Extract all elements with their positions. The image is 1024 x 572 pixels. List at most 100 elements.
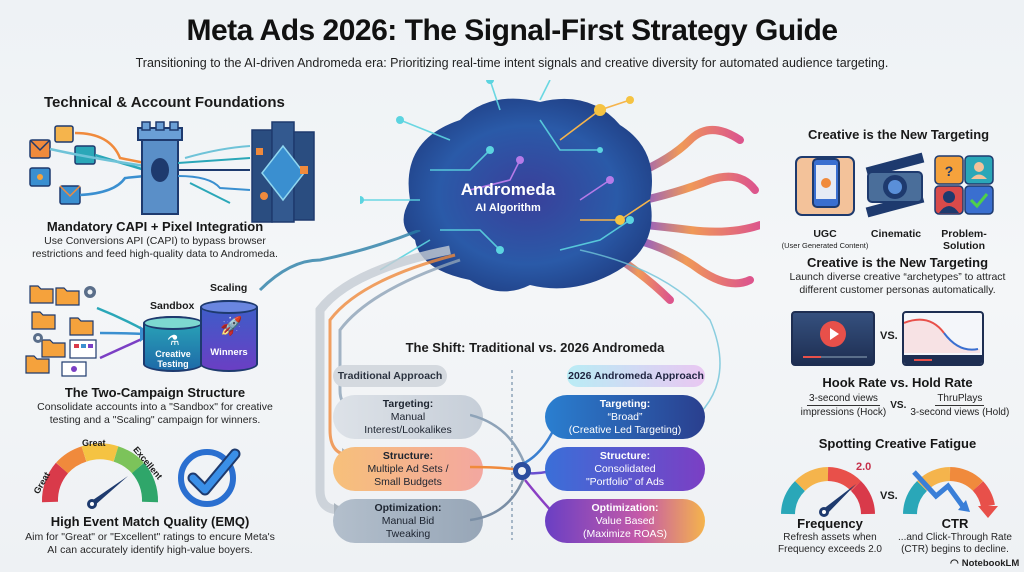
capi-data-flow-illustration (29, 121, 315, 223)
row-line2: Tweaking (385, 527, 431, 540)
sandbox-body-line1: Creative (155, 349, 191, 359)
hook-hold-formula: 3-second views impressions (Hock) VS. Th… (790, 393, 1020, 418)
creative-desc-line1: Launch diverse creative “archetypes” to … (789, 271, 1006, 283)
archetype-problem-label: Problem- (941, 228, 987, 240)
two-campaign-desc-line2: testing and a "Scaling" campaign for win… (49, 414, 261, 426)
scaling-body: Winners (210, 347, 248, 358)
frequency-gauge-icon (781, 467, 875, 517)
ctr-desc-line1: ...and Click-Through Rate (898, 532, 1012, 543)
row-line2: (Creative Led Targeting) (568, 423, 682, 436)
hook-rate-fraction: 3-second views impressions (Hock) (801, 393, 887, 418)
emq-desc-line1: Aim for "Great" or "Excellent" ratings t… (25, 531, 275, 543)
frequency-desc-line2: Frequency exceeds 2.0 (778, 544, 882, 555)
gauge-label-great-top: Great (82, 438, 106, 448)
row-label: Targeting: (599, 397, 651, 410)
page-title: Meta Ads 2026: The Signal-First Strategy… (186, 14, 838, 47)
row-line2: (Maximize ROAS) (582, 527, 667, 540)
hold-retention-chart-icon (902, 311, 984, 366)
hold-rate-fraction: ThruPlays 3-second views (Hold) (910, 393, 1009, 418)
row-line1: Manual (390, 410, 426, 423)
archetype-ugc-sublabel: (User Generated Content) (781, 241, 869, 250)
hold-numerator: ThruPlays (935, 393, 985, 406)
capi-desc-line1: Use Conversions API (CAPI) to bypass bro… (44, 235, 266, 247)
checkmark-badge-icon (178, 448, 241, 507)
row-label: Structure: (382, 449, 434, 462)
gear-icons (33, 286, 96, 343)
ctr-title: CTR (941, 516, 969, 531)
sandbox-body-line2: Testing (157, 359, 189, 369)
scaling-cylinder: 🚀 Winners (200, 300, 258, 372)
capi-desc-line2: restrictions and feed high-quality data … (32, 248, 278, 260)
frequency-title: Frequency (797, 516, 863, 531)
hook-denominator: impressions (Hock) (800, 407, 887, 418)
row-line1: Value Based (595, 514, 655, 527)
row-line1: Multiple Ad Sets / (367, 462, 449, 475)
traditional-header: Traditional Approach (333, 365, 447, 387)
page-subtitle: Transitioning to the AI-driven Andromeda… (135, 56, 889, 70)
beaker-icon: ⚗ (167, 332, 180, 348)
ctr-desc-line2: (CTR) begins to decline. (901, 544, 1009, 555)
firewall-tower-icon (137, 121, 183, 215)
section-title-foundations: Technical & Account Foundations (44, 94, 285, 111)
shift-title: The Shift: Traditional vs. 2026 Andromed… (405, 340, 665, 355)
svg-text:?: ? (945, 163, 954, 179)
traditional-row-structure: Structure: Multiple Ad Sets / Small Budg… (333, 447, 483, 491)
brain-title: Andromeda (460, 180, 556, 199)
fatigue-title: Spotting Creative Fatigue (818, 436, 977, 451)
formula-vs: VS. (890, 400, 907, 411)
row-line2: Interest/Lookalikes (364, 423, 452, 436)
scaling-label: Scaling (210, 282, 248, 294)
row-line1: Consolidated (594, 462, 656, 475)
sandbox-cylinder: ⚗ Creative Testing (143, 316, 203, 372)
vortex-icon (470, 413, 560, 522)
row-line1: “Broad” (607, 410, 643, 423)
hook-video-icon (791, 311, 875, 366)
server-diamond-icon (251, 121, 315, 223)
scattered-folders-illustration (25, 285, 150, 377)
hold-denominator: 3-second views (Hold) (910, 407, 1010, 418)
andromeda-brain-illustration (360, 80, 760, 304)
row-label: Optimization: (591, 501, 659, 514)
sandbox-label: Sandbox (150, 300, 195, 312)
row-label: Structure: (599, 449, 651, 462)
row-line2: "Portfolio" of Ads (585, 475, 665, 488)
two-campaign-desc-line1: Consolidate accounts into a "Sandbox" fo… (37, 401, 273, 413)
notebooklm-logo-icon: ◠ (950, 558, 959, 569)
problem-solution-icon: ? (934, 155, 994, 215)
traditional-row-targeting: Targeting: Manual Interest/Lookalikes (333, 395, 483, 439)
brand-label: NotebookLM (961, 558, 1020, 569)
rocket-icon: 🚀 (220, 316, 243, 336)
row-label: Optimization: (374, 501, 442, 514)
creative-title: Creative is the New Targeting (806, 255, 989, 270)
two-campaign-title: The Two-Campaign Structure (64, 385, 246, 400)
andromeda-row-structure: Structure: Consolidated "Portfolio" of A… (545, 447, 705, 491)
frequency-threshold: 2.0 (856, 461, 872, 473)
row-line1: Manual Bid (381, 514, 435, 527)
creative-desc-line2: different customer personas automaticall… (799, 284, 996, 296)
creative-section-title: Creative is the New Targeting (808, 127, 990, 142)
capi-title: Mandatory CAPI + Pixel Integration (46, 219, 264, 234)
brain-subtitle: AI Algorithm (475, 202, 541, 214)
andromeda-row-targeting: Targeting: “Broad” (Creative Led Targeti… (545, 395, 705, 439)
archetype-ugc-label: UGC (813, 228, 837, 240)
row-label: Targeting: (382, 397, 434, 410)
email-icons (29, 125, 96, 205)
hook-hold-title: Hook Rate vs. Hold Rate (822, 375, 973, 390)
fatigue-vs-label: VS. (880, 490, 898, 502)
folder-icons (25, 285, 94, 374)
andromeda-row-optimization: Optimization: Value Based (Maximize ROAS… (545, 499, 705, 543)
emq-gauge-icon (42, 443, 158, 509)
traditional-row-optimization: Optimization: Manual Bid Tweaking (333, 499, 483, 543)
ctr-declining-gauge-icon (903, 467, 998, 518)
frequency-desc-line1: Refresh assets when (783, 532, 877, 543)
emq-title: High Event Match Quality (EMQ) (50, 514, 250, 529)
hook-numerator: 3-second views (807, 393, 880, 406)
hook-vs-label: VS. (880, 330, 898, 342)
archetype-solution-label: Solution (943, 240, 985, 252)
archetype-cinematic-label: Cinematic (870, 228, 922, 240)
ugc-phone-icon (795, 156, 855, 216)
cinematic-camera-icon (865, 152, 925, 218)
row-line2: Small Budgets (374, 475, 442, 488)
andromeda-header: 2026 Andromeda Approach (567, 365, 705, 387)
notebooklm-brand: ◠ NotebookLM (950, 558, 1019, 569)
